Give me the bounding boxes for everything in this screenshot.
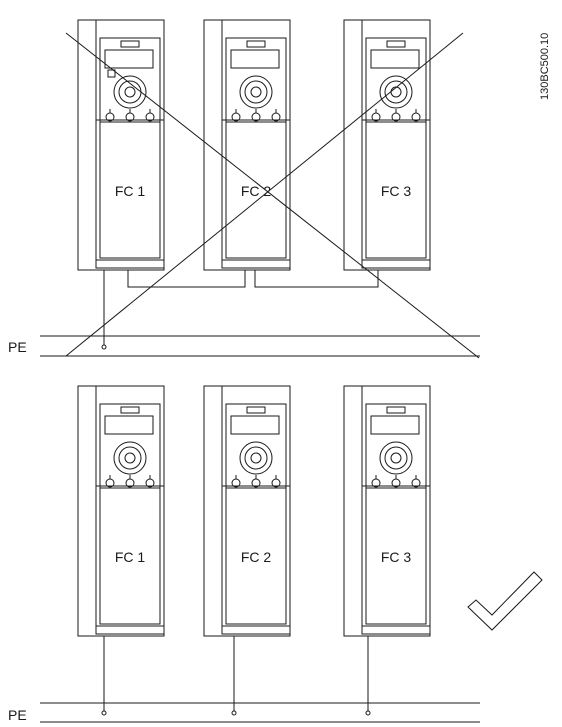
chain-wire-2-3 [254, 270, 379, 288]
chain-wire-1-2 [127, 270, 246, 288]
drive-label: FC 3 [381, 183, 412, 199]
cross-out-icon [65, 32, 480, 359]
front-cover [365, 121, 427, 259]
drive-fc3-top: FC 3 [343, 19, 431, 271]
display-screen [104, 415, 154, 435]
display-screen [370, 415, 420, 435]
drive-label: FC 3 [381, 549, 412, 565]
front-cover [225, 121, 287, 259]
drive-fc1-top: FC 1 [77, 19, 165, 271]
reference-code: 130BC500.10 [539, 33, 551, 100]
drive-fc2-bottom: FC 2 [203, 385, 291, 637]
navigation-wheel-icon [239, 441, 273, 475]
front-cover [99, 121, 161, 259]
incorrect-setup: FC 1 FC 2 [8, 19, 480, 359]
display-screen [104, 49, 154, 69]
correct-setup: FC 1 FC 2 [8, 385, 543, 723]
front-cover [225, 487, 287, 625]
navigation-wheel-icon [113, 441, 147, 475]
drive-fc3-bottom: FC 3 [343, 385, 431, 637]
navigation-wheel-icon [379, 75, 413, 109]
drive-fc1-bottom: FC 1 [77, 385, 165, 637]
navigation-wheel-icon [113, 75, 147, 109]
front-cover [365, 487, 427, 625]
checkmark-icon [467, 571, 543, 631]
drive-label: FC 1 [115, 549, 146, 565]
display-screen [230, 415, 280, 435]
pe-label: PE [8, 339, 27, 355]
navigation-wheel-icon [239, 75, 273, 109]
display-screen [370, 49, 420, 69]
pe-label: PE [8, 707, 27, 723]
display-screen [230, 49, 280, 69]
navigation-wheel-icon [379, 441, 413, 475]
drive-label: FC 1 [115, 183, 146, 199]
drive-label: FC 2 [241, 549, 272, 565]
front-cover [99, 487, 161, 625]
drive-fc2-top: FC 2 [203, 19, 291, 271]
